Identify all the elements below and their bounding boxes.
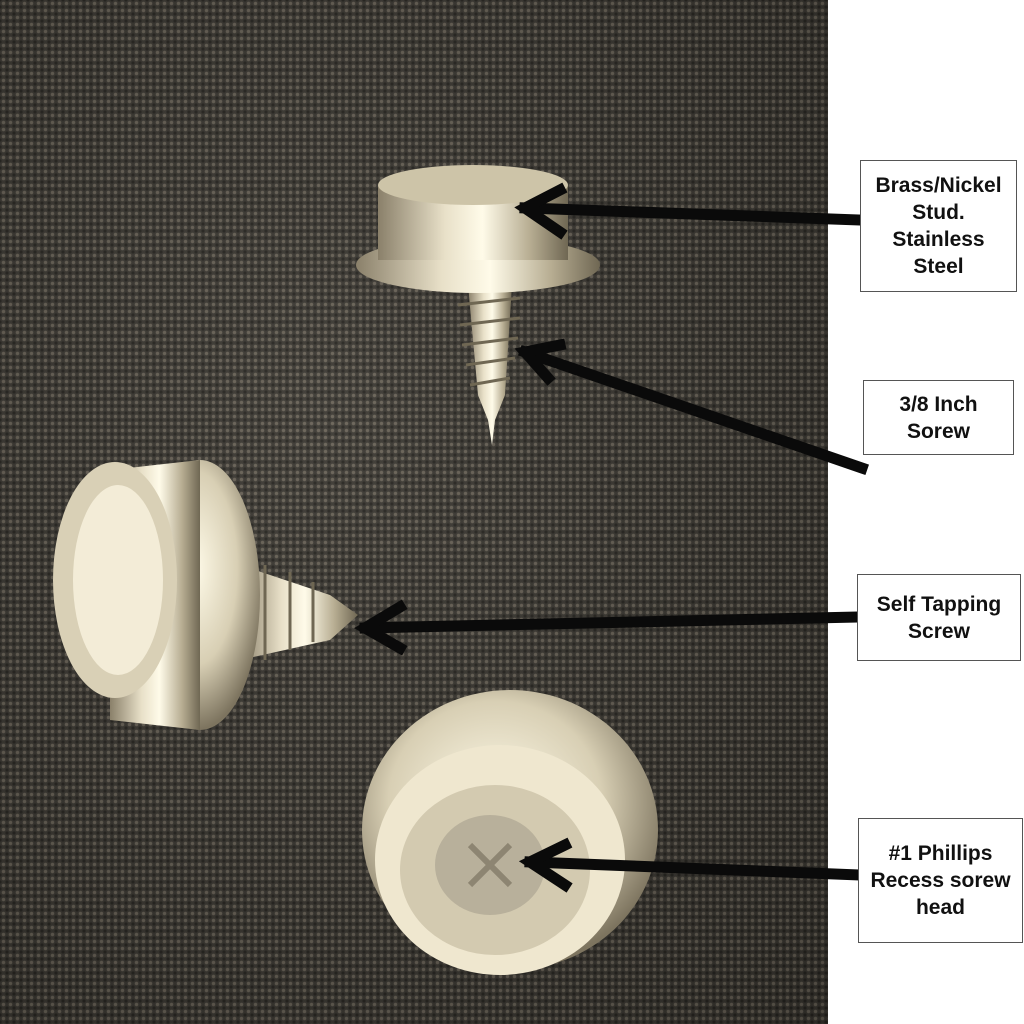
arrow-screw-length	[518, 345, 869, 475]
label-self-tapping: Self Tapping Screw	[857, 574, 1021, 661]
label-screw-length: 3/8 Inch Sorew	[863, 380, 1014, 455]
label-stud: Brass/Nickel Stud. Stainless Steel	[860, 160, 1017, 292]
label-phillips: #1 Phillips Recess sorew head	[858, 818, 1023, 943]
snap-stud-top	[356, 165, 600, 445]
snap-stud-bottom	[362, 690, 658, 975]
annotation-arrows	[354, 182, 869, 893]
snap-stud-left	[53, 460, 358, 730]
arrow-stud	[519, 202, 866, 226]
arrow-phillips	[524, 856, 866, 881]
arrow-self-tapping	[359, 611, 864, 634]
